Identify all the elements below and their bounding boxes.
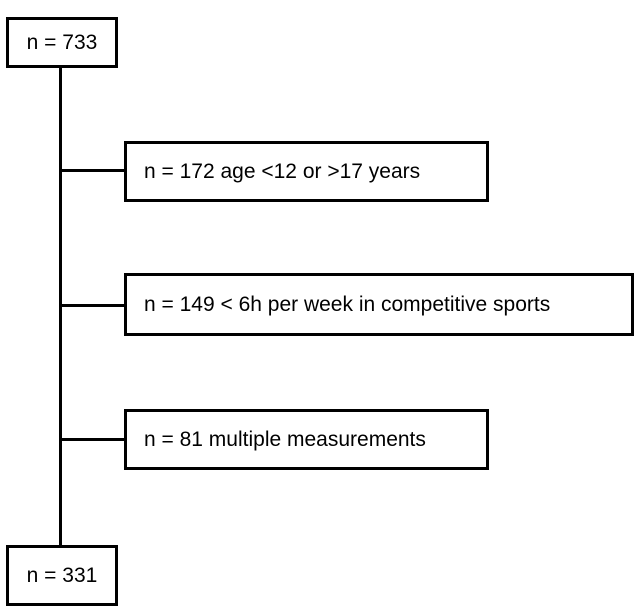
branch-connector-2	[59, 304, 124, 307]
exclusion-box-multiple-measurements: n = 81 multiple measurements	[124, 409, 489, 470]
exclusion-label-sports-hours: n = 149 < 6h per week in competitive spo…	[144, 293, 551, 316]
exclusion-box-age: n = 172 age <12 or >17 years	[124, 141, 489, 202]
branch-connector-3	[59, 438, 124, 441]
exclusion-label-multiple-measurements: n = 81 multiple measurements	[144, 428, 426, 451]
start-box: n = 733	[6, 17, 118, 68]
end-label: n = 331	[26, 564, 98, 587]
exclusion-label-age: n = 172 age <12 or >17 years	[144, 160, 421, 183]
start-label: n = 733	[26, 31, 98, 54]
exclusion-box-sports-hours: n = 149 < 6h per week in competitive spo…	[124, 273, 634, 336]
end-box: n = 331	[6, 545, 118, 606]
branch-connector-1	[59, 169, 124, 172]
